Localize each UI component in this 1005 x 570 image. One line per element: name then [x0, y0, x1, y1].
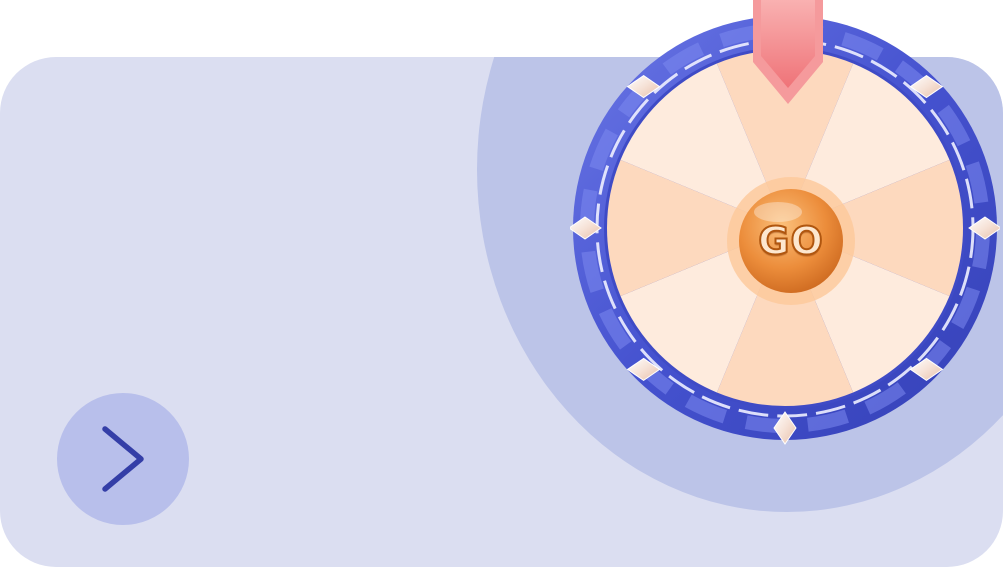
prize-wheel[interactable]: [570, 0, 1000, 445]
go-ball: [739, 189, 843, 293]
wheel-segment: [607, 159, 785, 297]
pointer-inner: [761, 0, 815, 88]
diamond-icon: [968, 216, 1000, 240]
diamond-icon: [909, 74, 944, 99]
next-button[interactable]: [57, 393, 189, 525]
wheel-segment: [785, 159, 963, 297]
wheel-segment: [620, 63, 785, 229]
diamond-icon: [626, 357, 661, 382]
chevron-right-icon: [102, 426, 144, 492]
wheel-segment: [785, 63, 950, 229]
diamond-icon: [570, 216, 602, 240]
diamond-icon: [909, 357, 944, 382]
go-label: GO: [757, 218, 824, 264]
go-button[interactable]: GO: [728, 178, 854, 304]
diamond-icon: [773, 411, 797, 445]
go-highlight: [754, 202, 802, 222]
diamond-icon: [626, 74, 661, 99]
wheel-segment: [716, 49, 854, 228]
wheel-segment: [716, 228, 854, 407]
wheel-diamonds: [570, 74, 1000, 445]
